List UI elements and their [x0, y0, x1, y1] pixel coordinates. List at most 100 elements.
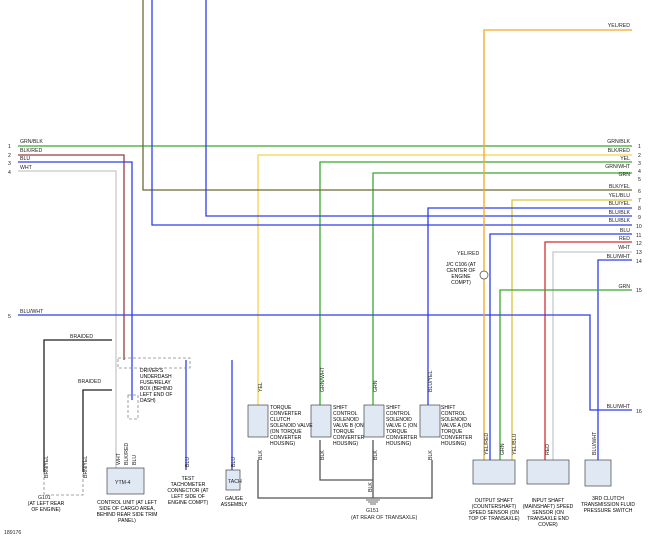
- rw-label-15: GRN: [618, 284, 630, 290]
- lw-num-2: 2: [8, 153, 11, 159]
- component-labels: BRAIDED BRAIDED YEL/RED J/C C106 (AT CEN…: [4, 251, 635, 536]
- tcm-box: [106, 467, 145, 495]
- g101-desc-wrap: (AT LEFT REAR OF ENGINE): [27, 501, 65, 513]
- switch-wrap: 3RD CLUTCH TRANSMISSION FLUID PRESSURE S…: [581, 496, 635, 514]
- switch-label: 3RD CLUTCH TRANSMISSION FLUID PRESSURE S…: [581, 496, 635, 514]
- sol-a-wrap: SHIFT CONTROL SOLENOID VALVE A (ON TORQU…: [441, 405, 473, 447]
- sens-in-label: INPUT SHAFT (MAINSHAFT) SPEED SENSOR (ON…: [522, 498, 574, 528]
- rw-num-7: 7: [638, 198, 641, 204]
- rw-label-13: WHT: [618, 245, 631, 251]
- solenoid-tc-box: [247, 404, 269, 438]
- sensor-input-box: [526, 459, 570, 485]
- jc-label: J/C C106 (AT CENTER OF ENGINE COMPT): [446, 262, 476, 286]
- wtag-17: BLU/WHT: [592, 431, 598, 455]
- lw-label-2: BLK/RED: [20, 148, 42, 154]
- sol-b-label: SHIFT CONTROL SOLENOID VALVE B (ON TORQU…: [333, 405, 365, 447]
- relay-box-dash: [117, 357, 191, 369]
- rw-num-16: 16: [636, 409, 642, 415]
- sensor-output-box: [472, 459, 516, 485]
- rw-label-3: YEL: [620, 156, 630, 162]
- rw-num-2: 2: [638, 153, 641, 159]
- relay-box-connector: [127, 394, 139, 420]
- jc-label-wrap: J/C C106 (AT CENTER OF ENGINE COMPT): [446, 262, 476, 286]
- wtag-1: BRN/YEL: [83, 456, 89, 478]
- rw-label-0: YEL/RED: [608, 23, 630, 29]
- sens-out-label: OUTPUT SHAFT (COUNTERSHAFT) SPEED SENSOR…: [468, 498, 520, 522]
- tcm-desc-wrap: CONTROL UNIT (AT LEFT SIDE OF CARGO AREA…: [96, 500, 158, 524]
- tach-label: TEST TACHOMETER CONNECTOR (AT LEFT SIDE …: [167, 476, 209, 506]
- lw-num-4: 4: [8, 170, 11, 176]
- tcm-desc: CONTROL UNIT (AT LEFT SIDE OF CARGO AREA…: [96, 500, 158, 524]
- wtag-3: BLK/RED: [124, 443, 130, 465]
- wtag-8: BLU/YEL: [428, 371, 434, 392]
- rw-label-16: BLU/WHT: [607, 404, 631, 410]
- rw-num-15: 15: [636, 288, 642, 294]
- wtag-13: YEL/RED: [484, 433, 490, 455]
- rw-label-11: BLU: [620, 228, 630, 234]
- rw-num-9: 9: [638, 215, 641, 221]
- wire-paths: [18, 0, 632, 499]
- g101-strap: [43, 472, 84, 496]
- rw-label-5: GRN: [618, 172, 630, 178]
- wtag-18: BLK: [368, 482, 374, 492]
- sol-a-label: SHIFT CONTROL SOLENOID VALVE A (ON TORQU…: [441, 405, 473, 447]
- rw-num-12: 12: [636, 241, 642, 247]
- rw-label-4: GRN/WHT: [605, 164, 631, 170]
- sol-tc-label: TORQUE CONVERTER CLUTCH SOLENOID VALVE (…: [270, 405, 313, 447]
- wtag-15: YEL/BLU: [512, 433, 518, 455]
- rw-num-11: 11: [636, 233, 641, 239]
- g151-name: G151: [366, 508, 379, 514]
- gauge-wire: BLU: [231, 457, 237, 467]
- gauge-label-wrap: GAUGE ASSEMBLY: [220, 496, 248, 508]
- figure-id: 189176: [4, 530, 21, 536]
- wtag-11: BLK: [373, 450, 379, 460]
- rw-num-4: 4: [638, 169, 641, 175]
- right-wire-numbers: 1 2 3 4 5 6 7 8 9 10 11 12 13 14 15 16: [636, 144, 642, 415]
- wtag-12: BLK: [428, 450, 434, 460]
- rw-label-10: BLU/BLK: [609, 218, 631, 224]
- solenoid-b-box: [310, 404, 332, 438]
- g151-desc: (AT REAR OF TRANSAXLE): [351, 515, 418, 521]
- braided-label-1: BRAIDED: [70, 334, 93, 340]
- rw-num-13: 13: [636, 250, 642, 256]
- rw-num-14: 14: [636, 259, 642, 265]
- wtag-0: BRN/YEL: [44, 456, 50, 478]
- tach-wire: BLU: [185, 457, 191, 467]
- vertical-wire-tags: BRN/YEL BRN/YEL WHT BLK/RED BLU YEL GRN/…: [44, 366, 598, 492]
- lw-label-5: BLU/WHT: [20, 309, 44, 315]
- left-wire-labels: 1 GRN/BLK 2 BLK/RED 3 BLU 4 WHT 5 BLU/WH…: [8, 139, 44, 320]
- rw-label-7: YEL/BLU: [609, 193, 631, 199]
- sol-c-wrap: SHIFT CONTROL SOLENOID VALVE C (ON TORQU…: [386, 405, 418, 447]
- ground-symbols: [366, 499, 380, 505]
- rw-label-14: BLU/WHT: [607, 254, 631, 260]
- wtag-7: GRN: [373, 380, 379, 392]
- wtag-4: BLU: [132, 455, 138, 465]
- wtag-14: GRN: [500, 443, 506, 455]
- g101-desc: (AT LEFT REAR OF ENGINE): [27, 501, 65, 513]
- rw-num-8: 8: [638, 206, 641, 212]
- rw-label-9: BLU/BLK: [609, 210, 631, 216]
- rw-label-6: BLK/YEL: [609, 184, 630, 190]
- lw-label-3: BLU: [20, 156, 30, 162]
- rw-num-1: 1: [638, 144, 641, 150]
- gauge-label: GAUGE ASSEMBLY: [220, 496, 248, 508]
- wtag-9: BLK: [258, 450, 264, 460]
- lw-label-4: WHT: [20, 165, 33, 171]
- lw-num-1: 1: [8, 144, 11, 150]
- solenoid-a-box: [419, 404, 441, 438]
- sol-c-label: SHIFT CONTROL SOLENOID VALVE C (ON TORQU…: [386, 405, 418, 447]
- sol-b-wrap: SHIFT CONTROL SOLENOID VALVE B (ON TORQU…: [333, 405, 365, 447]
- solenoid-c-box: [363, 404, 385, 438]
- rw-label-2: BLK/RED: [608, 148, 630, 154]
- sens-out-wrap: OUTPUT SHAFT (COUNTERSHAFT) SPEED SENSOR…: [468, 498, 520, 522]
- gauge-tag: TACH: [228, 479, 242, 485]
- relay-box-label: DRIVER'S UNDERDASH FUSE/RELAY BOX (BEHIN…: [140, 368, 173, 404]
- lw-num-5: 5: [8, 314, 11, 320]
- tach-label-wrap: TEST TACHOMETER CONNECTOR (AT LEFT SIDE …: [167, 476, 209, 506]
- lw-num-3: 3: [8, 161, 11, 167]
- rw-label-12: RED: [619, 236, 630, 242]
- wtag-2: WHT: [116, 452, 122, 465]
- jc-wire-label: YEL/RED: [457, 251, 479, 257]
- rw-label-1: GRN/BLK: [607, 139, 630, 145]
